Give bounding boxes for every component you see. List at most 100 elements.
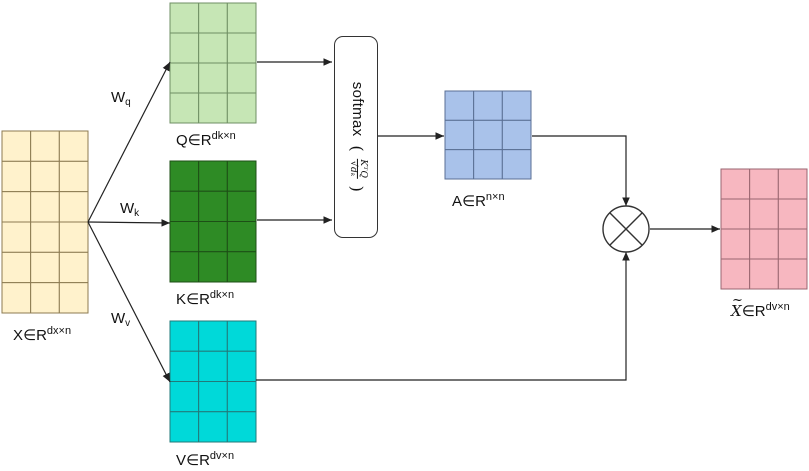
q-cell (198, 62, 228, 94)
a-cell (473, 119, 503, 151)
k-cell (198, 160, 228, 192)
label-output: X∈Rdv×n (731, 302, 790, 320)
v-cell (169, 411, 200, 443)
a-cell (444, 149, 475, 180)
matrix-q (169, 2, 257, 124)
q-cell (198, 92, 228, 124)
x-cell (30, 191, 60, 223)
out-cell (749, 168, 779, 200)
matrix-a (444, 90, 532, 180)
arrow-x-to-v (87, 221, 171, 383)
x-cell (58, 282, 89, 314)
label-q: Q∈Rdk×n (176, 130, 236, 149)
arrow-a-to-multiply (532, 135, 630, 206)
open-paren: ( (347, 145, 367, 152)
label-k: K∈Rdk×n (176, 289, 235, 308)
q-cell (169, 62, 200, 94)
x-cell (1, 221, 32, 253)
q-cell (169, 2, 200, 34)
q-cell (226, 32, 257, 64)
q-cell (198, 32, 228, 64)
a-cell (473, 90, 503, 121)
v-cell (169, 320, 200, 352)
x-cell (58, 221, 89, 253)
q-cell (169, 92, 200, 124)
k-cell (169, 251, 200, 283)
a-cell (501, 90, 532, 121)
matrix-x (1, 130, 89, 314)
v-cell (198, 350, 228, 382)
matrix-k (169, 160, 257, 283)
x-cell (30, 251, 60, 284)
arrow-x-to-q (87, 61, 171, 223)
out-cell (749, 258, 779, 290)
label-v: V∈Rdv×n (176, 450, 235, 469)
fraction-denominator: √dₖ (347, 160, 358, 177)
x-cell (1, 282, 32, 314)
out-cell (777, 168, 808, 200)
a-cell (501, 149, 532, 180)
k-cell (198, 251, 228, 283)
softmax-formula: softmax ( KᵀQ √dₖ ) (347, 81, 368, 193)
label-a: A∈Rn×n (452, 191, 505, 210)
v-cell (226, 411, 257, 443)
weight-label-wk: Wk (120, 200, 140, 219)
x-cell (30, 130, 60, 162)
matrix-output (720, 168, 808, 290)
k-cell (226, 190, 257, 222)
out-cell (749, 198, 779, 230)
weight-label-wq: Wq (111, 89, 131, 108)
out-cell (777, 228, 808, 260)
k-cell (226, 221, 257, 253)
x-cell (30, 282, 60, 314)
k-cell (169, 221, 200, 253)
label-x: X∈Rdx×n (13, 325, 72, 344)
a-cell (501, 119, 532, 151)
q-cell (226, 92, 257, 124)
v-cell (226, 320, 257, 352)
x-cell (58, 251, 89, 284)
out-cell (720, 228, 751, 260)
out-cell (749, 228, 779, 260)
v-cell (226, 381, 257, 413)
x-cell (58, 191, 89, 223)
a-cell (444, 119, 475, 151)
x-cell (58, 130, 89, 162)
v-cell (198, 411, 228, 443)
x-cell (1, 251, 32, 284)
k-cell (169, 160, 200, 192)
v-cell (169, 350, 200, 382)
k-cell (169, 190, 200, 222)
k-cell (198, 221, 228, 253)
x-cell (58, 160, 89, 193)
out-cell (777, 258, 808, 290)
a-cell (444, 90, 475, 121)
softmax-fraction: KᵀQ √dₖ (347, 158, 368, 180)
x-cell (1, 130, 32, 162)
softmax-label: softmax (349, 81, 367, 137)
out-cell (720, 198, 751, 230)
q-cell (198, 2, 228, 34)
out-cell (720, 258, 751, 290)
q-cell (169, 32, 200, 64)
softmax-box (334, 36, 378, 238)
k-cell (226, 251, 257, 283)
matrix-v (169, 320, 257, 443)
v-cell (198, 381, 228, 413)
q-cell (226, 62, 257, 94)
v-cell (169, 381, 200, 413)
v-cell (198, 320, 228, 352)
multiply-operator-icon (602, 205, 650, 253)
x-cell (1, 191, 32, 223)
arrow-v-to-multiply (256, 252, 630, 381)
out-cell (777, 198, 808, 230)
x-cell (30, 221, 60, 253)
weight-label-wv: Wv (111, 310, 131, 329)
x-cell (1, 160, 32, 193)
q-cell (226, 2, 257, 34)
out-cell (720, 168, 751, 200)
k-cell (226, 160, 257, 192)
fraction-numerator: KᵀQ (356, 158, 368, 180)
close-paren: ) (347, 185, 367, 193)
